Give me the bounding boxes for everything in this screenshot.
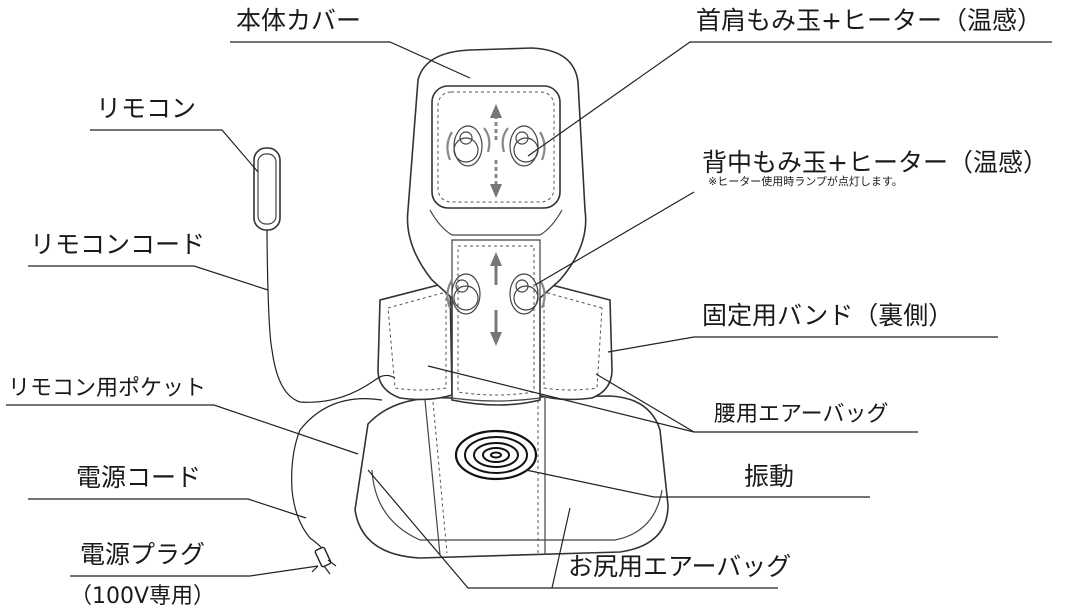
label-remote: リモコン — [96, 94, 197, 123]
label-remote-pocket: リモコン用ポケット — [8, 376, 207, 401]
power-cord — [291, 398, 383, 553]
remote-control — [253, 147, 281, 236]
label-power-plug: 電源プラグ — [80, 540, 206, 569]
label-heater-note: ※ヒーター使用時ランプが点灯します。 — [708, 175, 903, 188]
vibration-pad — [454, 429, 538, 481]
label-vibration: 振動 — [744, 462, 795, 491]
label-remote-cord: リモコンコード — [30, 230, 206, 259]
waist-wings — [377, 280, 613, 401]
upper-panel — [431, 85, 561, 209]
label-power-cord: 電源コード — [76, 463, 202, 492]
remote-cord — [266, 235, 396, 403]
label-waist-airbag: 腰用エアーバッグ — [714, 402, 889, 427]
label-body-cover: 本体カバー — [236, 6, 362, 35]
leader-lines — [6, 41, 1052, 589]
label-neck-shoulder-massage-balls: 首肩もみ玉+ヒーター（温感） — [696, 6, 1042, 35]
power-plug — [311, 546, 337, 575]
label-hip-airbag: お尻用エアーバッグ — [568, 552, 792, 581]
upper-massage-balls — [446, 104, 546, 198]
lower-massage-balls — [446, 252, 546, 346]
label-back-massage-balls: 背中もみ玉+ヒーター（温感） — [702, 148, 1048, 177]
label-fixing-band: 固定用バンド（裏側） — [702, 301, 954, 330]
label-plug-note: （100V専用） — [70, 584, 216, 609]
